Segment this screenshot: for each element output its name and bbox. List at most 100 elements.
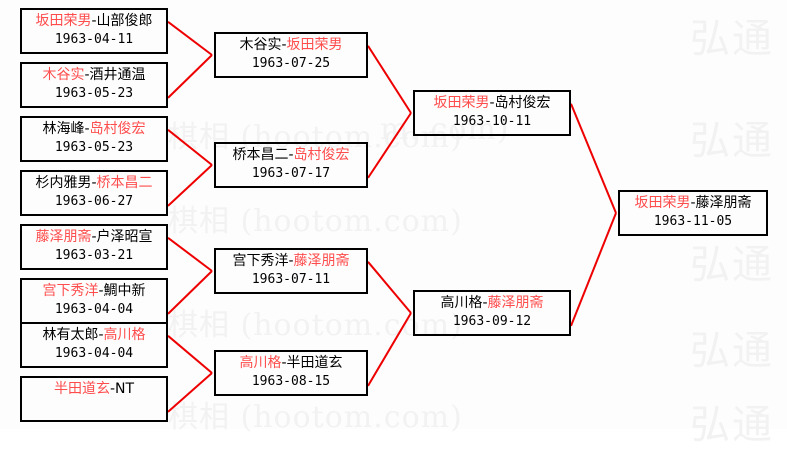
watermark-text: 棋相 (hootom.com) bbox=[168, 400, 463, 435]
player-separator: - bbox=[489, 95, 495, 111]
player-right: 藤泽朋斋 bbox=[695, 195, 752, 211]
player-separator: - bbox=[98, 327, 104, 343]
player-left: 半田道玄 bbox=[53, 381, 110, 397]
match-date: 1963-09-12 bbox=[452, 314, 532, 329]
player-right: 酒井通温 bbox=[89, 67, 146, 83]
match-players: 高川格-半田道玄 bbox=[239, 354, 342, 373]
connector-line bbox=[167, 21, 213, 56]
connector-line bbox=[167, 372, 213, 413]
match-players: 高川格-藤泽朋斋 bbox=[440, 294, 543, 313]
player-separator: - bbox=[98, 283, 104, 299]
player-separator: - bbox=[84, 121, 90, 137]
player-separator: - bbox=[109, 381, 116, 397]
match-players: 半田道玄-NT bbox=[54, 380, 134, 399]
connector-line bbox=[367, 45, 412, 114]
match-players: 林海峰-岛村俊宏 bbox=[42, 120, 145, 139]
match-date: 1963-10-11 bbox=[452, 114, 532, 129]
match-date: 1963-07-17 bbox=[251, 166, 331, 181]
player-right: 高川格 bbox=[103, 327, 146, 343]
player-separator: - bbox=[281, 37, 287, 53]
player-left: 木谷实 bbox=[239, 37, 282, 53]
match-players: 坂田荣男-藤泽朋斋 bbox=[634, 194, 751, 213]
player-left: 林有太郎 bbox=[42, 327, 99, 343]
player-left: 杉内雅男 bbox=[35, 175, 92, 191]
connector-line bbox=[570, 212, 617, 327]
player-separator: - bbox=[84, 67, 90, 83]
match-date: 1963-08-15 bbox=[251, 374, 331, 389]
match-players: 杉内雅男-桥本昌二 bbox=[35, 174, 152, 193]
connector-line bbox=[367, 261, 412, 314]
player-separator: - bbox=[91, 175, 97, 191]
player-right: 山部俊郎 bbox=[96, 13, 153, 29]
match-date: 1963-04-04 bbox=[54, 346, 134, 361]
player-right: 鯛中新 bbox=[103, 283, 146, 299]
watermark-text: 棋相 (hootom.com) bbox=[168, 204, 463, 239]
player-right: 桥本昌二 bbox=[96, 175, 153, 191]
connector-line bbox=[167, 237, 213, 272]
player-separator: - bbox=[281, 355, 287, 371]
connector-line bbox=[167, 270, 213, 315]
match-box[interactable]: 半田道玄-NT bbox=[20, 376, 168, 422]
tournament-bracket: 弘通弘通弘通弘通弘通棋相 (hootom.com)棋相 (hootom.com)… bbox=[20, 8, 774, 448]
player-left: 高川格 bbox=[440, 295, 483, 311]
match-players: 坂田荣男-山部俊郎 bbox=[35, 12, 152, 31]
watermark-text: 弘通 bbox=[690, 402, 774, 448]
match-box[interactable]: 坂田荣男-岛村俊宏 1963-10-11 bbox=[413, 90, 571, 136]
watermark-text: 弘通 bbox=[690, 242, 774, 288]
player-right: 岛村俊宏 bbox=[494, 95, 551, 111]
player-right: 半田道玄 bbox=[286, 355, 343, 371]
watermark-text: 弘通 bbox=[690, 118, 774, 164]
player-right: 户泽昭宣 bbox=[96, 229, 153, 245]
match-players: 桥本昌二-岛村俊宏 bbox=[232, 146, 349, 165]
match-players: 林有太郎-高川格 bbox=[42, 326, 145, 345]
match-date: 1963-11-05 bbox=[653, 214, 733, 229]
match-date: 1963-07-11 bbox=[251, 272, 331, 287]
connector-line bbox=[167, 129, 213, 166]
match-players: 木谷实-坂田荣男 bbox=[239, 36, 342, 55]
connector-line bbox=[167, 335, 213, 374]
player-left: 藤泽朋斋 bbox=[35, 229, 92, 245]
player-left: 坂田荣男 bbox=[433, 95, 490, 111]
player-left: 林海峰 bbox=[42, 121, 85, 137]
connector-line bbox=[570, 103, 617, 214]
player-left: 坂田荣男 bbox=[35, 13, 92, 29]
player-right: 藤泽朋斋 bbox=[487, 295, 544, 311]
match-players: 宫下秀洋-藤泽朋斋 bbox=[232, 252, 349, 271]
match-players: 木谷实-酒井通温 bbox=[42, 66, 145, 85]
player-separator: - bbox=[288, 147, 294, 163]
connector-line bbox=[167, 164, 213, 207]
match-date: 1963-04-11 bbox=[54, 32, 134, 47]
player-right: 藤泽朋斋 bbox=[293, 253, 350, 269]
connector-line bbox=[167, 54, 213, 99]
match-date: 1963-05-23 bbox=[54, 140, 134, 155]
match-date: 1963-03-21 bbox=[54, 248, 134, 263]
player-right: 岛村俊宏 bbox=[293, 147, 350, 163]
player-left: 宫下秀洋 bbox=[232, 253, 289, 269]
player-right: NT bbox=[115, 381, 135, 397]
match-players: 藤泽朋斋-户泽昭宣 bbox=[35, 228, 152, 247]
player-separator: - bbox=[91, 229, 97, 245]
connector-line bbox=[367, 112, 412, 179]
watermark-text: 弘通 bbox=[690, 16, 774, 62]
player-left: 宫下秀洋 bbox=[42, 283, 99, 299]
player-left: 坂田荣男 bbox=[634, 195, 691, 211]
connector-line bbox=[367, 312, 412, 387]
player-left: 桥本昌二 bbox=[232, 147, 289, 163]
player-separator: - bbox=[690, 195, 696, 211]
player-separator: - bbox=[482, 295, 488, 311]
player-right: 岛村俊宏 bbox=[89, 121, 146, 137]
player-right: 坂田荣男 bbox=[286, 37, 343, 53]
